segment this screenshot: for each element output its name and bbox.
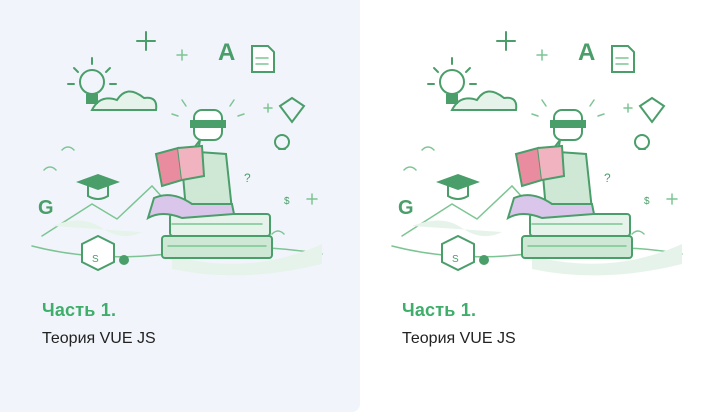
card-title[interactable]: Теория VUE JS (402, 330, 516, 347)
course-card-1[interactable]: Часть 1. Теория VUE JS (0, 0, 360, 412)
part-label: Часть 1. (42, 300, 117, 320)
student-reading-on-books-icon (31, 31, 323, 276)
student-reading-on-books-icon (391, 31, 683, 276)
course-card-2[interactable]: Часть 1. Теория VUE JS (360, 0, 720, 412)
part-label: Часть 1. (402, 300, 477, 320)
card-title[interactable]: Теория VUE JS (42, 330, 156, 347)
